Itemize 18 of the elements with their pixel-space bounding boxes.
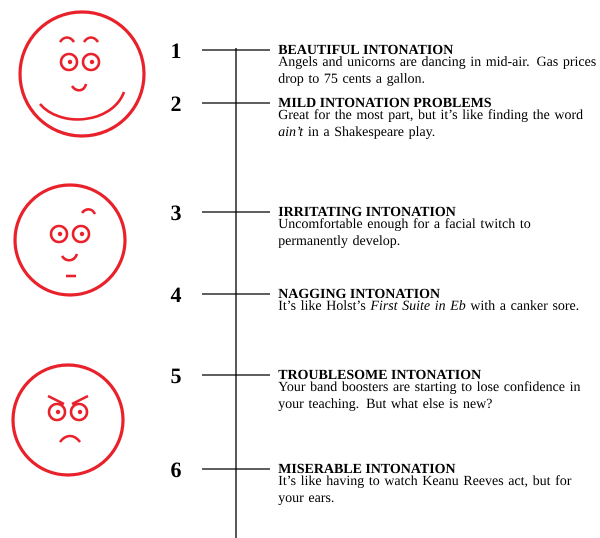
level-number: 4 [170, 288, 182, 302]
level-description: Your band boosters are starting to lose confidence in your teaching. But what else is new? [278, 381, 580, 411]
level-description: Uncomfortable enough for a facial twitch to permanently develop. [278, 218, 530, 248]
level-number: 3 [171, 205, 181, 220]
level-description: It’s like having to watch Keanu Reeves act, but for your ears. [278, 475, 572, 505]
level-heading: NAGGING INTONATION [278, 288, 440, 298]
level-number: 2 [171, 96, 181, 111]
level-heading: MILD INTONATION PROBLEMS [278, 98, 491, 108]
level-description: Angels and unicorns are dancing in mid-air. Gas prices drop to 75 cents a gallon. [278, 56, 596, 86]
level-number: 6 [171, 462, 181, 478]
level-heading: BEAUTIFUL INTONATION [278, 44, 454, 54]
level-heading: TROUBLESOME INTONATION [278, 370, 481, 380]
level-description: It’s like Holst’s First Suite in Eb with a canker sore. [278, 300, 578, 310]
level-number: 5 [171, 368, 181, 384]
level-heading: MISERABLE INTONATION [278, 464, 456, 474]
level-heading: IRRITATING INTONATION [278, 206, 456, 216]
level-number: 1 [172, 44, 180, 58]
level-description: Great for the most part, but it’s like finding the word ain’t in a Shakespeare play. [278, 109, 583, 139]
